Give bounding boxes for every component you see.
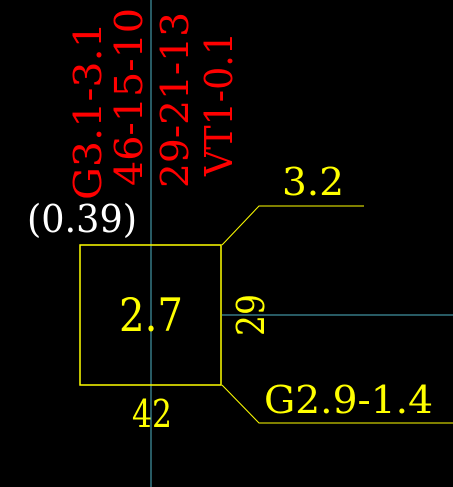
annotation-line-2: 46-15-10 <box>107 8 151 186</box>
elevation-label: (0.39) <box>27 197 137 241</box>
annotation-line-4: VT1-0.1 <box>197 32 241 177</box>
lower-leader-label: G2.9-1.4 <box>264 378 433 422</box>
lower-leader-line <box>221 384 453 424</box>
upper-leader-label: 3.2 <box>282 160 344 204</box>
bottom-dimension-label: 42 <box>132 392 172 436</box>
upper-leader-line <box>221 205 364 246</box>
column-size-label: 2.7 <box>119 288 183 342</box>
annotation-line-3: 29-21-13 <box>153 12 197 188</box>
red-annotation-group: G3.1-3.1 46-15-10 29-21-13 VT1-0.1 <box>66 8 241 200</box>
annotation-line-1: G3.1-3.1 <box>66 22 110 200</box>
column-outline <box>79 244 222 386</box>
right-dimension-label: 29 <box>229 294 273 336</box>
